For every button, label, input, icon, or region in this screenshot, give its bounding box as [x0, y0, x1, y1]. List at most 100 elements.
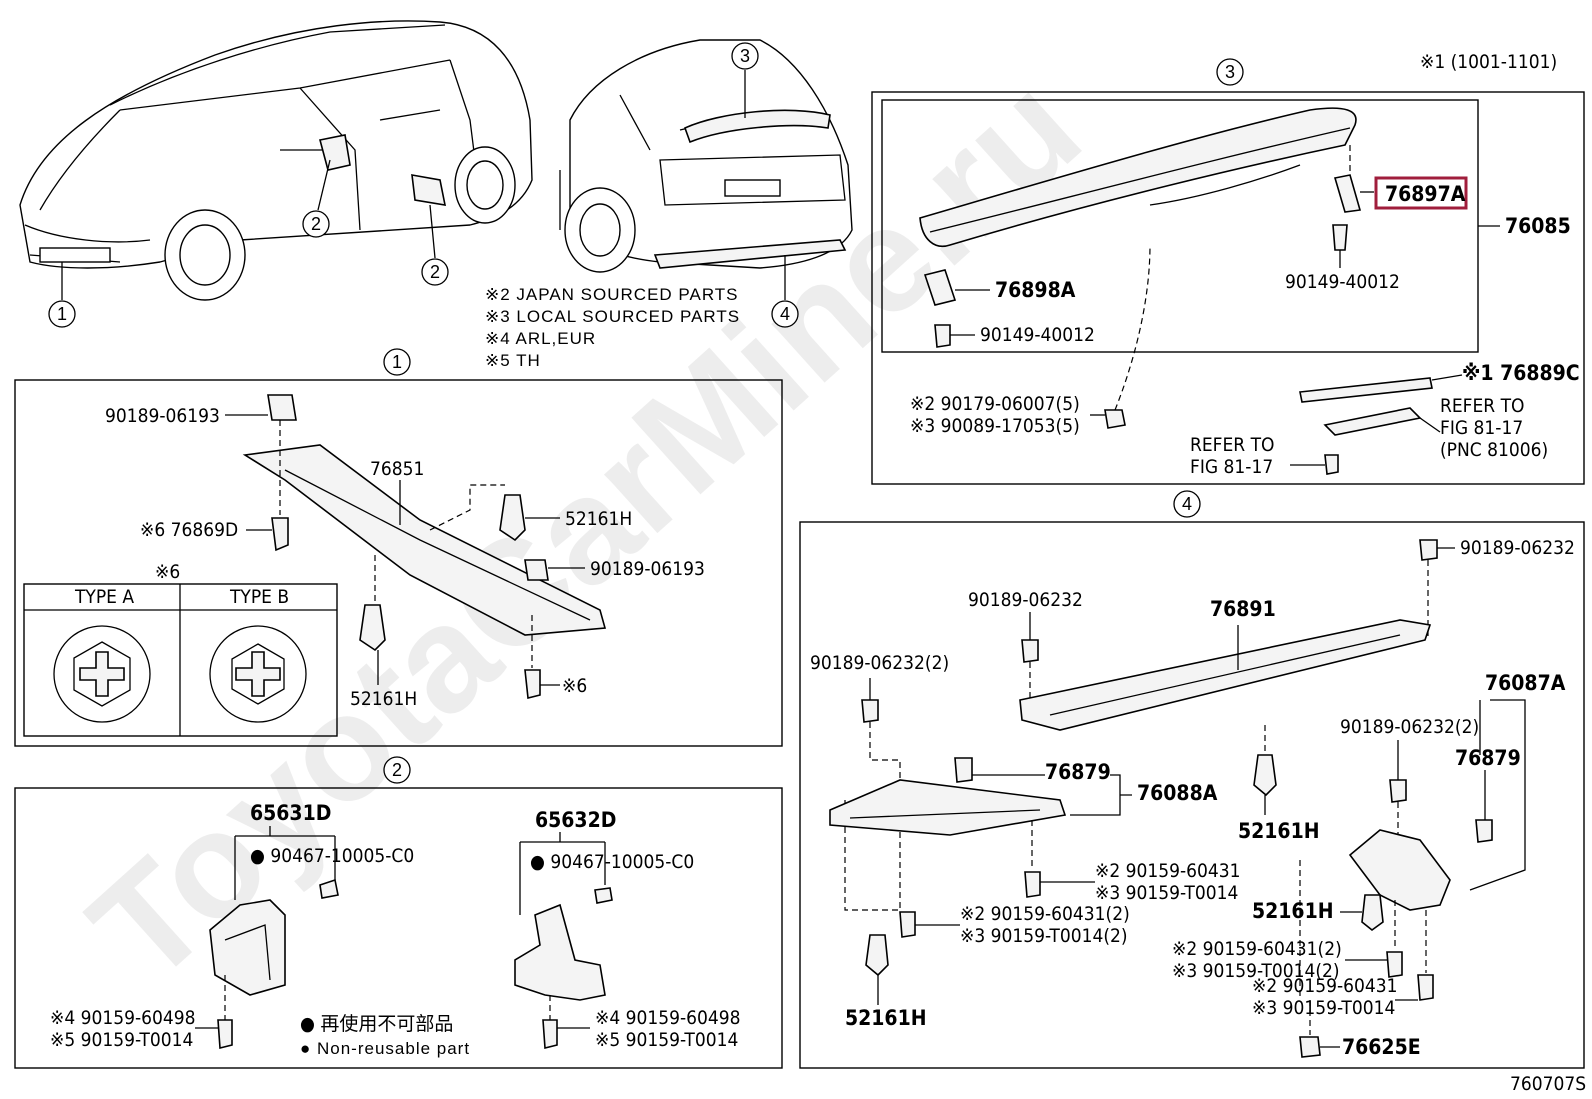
section-3-box	[871, 91, 1585, 485]
label-90089-17053: ※3 90089-17053(5)	[910, 415, 1080, 437]
strip-76889C	[1299, 377, 1433, 403]
label-76625E: 76625E	[1342, 1035, 1421, 1059]
clip-52161H-d	[865, 934, 889, 977]
clip-52161H-a	[499, 494, 526, 542]
label-90159-T0014-c: ※3 90159-T0014(2)	[1172, 960, 1340, 982]
callout-4a-label: 4	[780, 304, 790, 324]
clip-90189-06232-a	[1419, 539, 1438, 561]
label-76851: 76851	[370, 458, 424, 480]
figure-code: 760707S	[1510, 1073, 1586, 1095]
callout-4-car: 4	[771, 255, 799, 328]
label-90189-06232-a: 90189-06232	[1460, 537, 1575, 559]
label-52161H-b: 52161H	[350, 688, 417, 710]
label-90159-T0014-b: ※5 90159-T0014	[595, 1029, 738, 1051]
applicability-note: ※1 (1001-1101)	[1420, 51, 1557, 73]
label-76869D: ※6 76869D	[140, 519, 238, 541]
ref2-line1: REFER TO	[1190, 434, 1275, 456]
nonreusable-clip-a	[319, 878, 339, 899]
label-90149-40012-b: 90149-40012	[980, 324, 1095, 346]
label-52161H-d: 52161H	[845, 1006, 927, 1030]
label-52161H-a: 52161H	[565, 508, 632, 530]
label-76891: 76891	[1210, 597, 1276, 621]
section-4-callout: 4	[1173, 490, 1201, 518]
ref1-line2: FIG 81-17	[1440, 417, 1523, 439]
label-90189-06193-b: 90189-06193	[590, 558, 705, 580]
clip-90179-06007	[1104, 409, 1126, 429]
clip-90189-06232-b	[1021, 639, 1039, 663]
nonreusable-clip-b	[594, 887, 613, 904]
clip-90189-06193-top	[267, 394, 297, 421]
screw-note6	[524, 669, 541, 699]
ref2-line2: FIG 81-17	[1190, 456, 1273, 478]
label-90159-60498-b: ※4 90159-60498	[595, 1007, 741, 1029]
bracket-76088A	[829, 779, 1067, 836]
note-th: ※5 TH	[485, 351, 541, 370]
clip-76879-b	[1475, 819, 1493, 843]
callout-2-car-a: 2	[302, 159, 331, 238]
ref1-line1: REFER TO	[1440, 395, 1525, 417]
callout-1-car: 1	[48, 262, 76, 328]
note-arl-eur: ※4 ARL,EUR	[485, 329, 596, 348]
screw-76869D	[271, 517, 289, 552]
callout-3a-label: 3	[740, 46, 750, 66]
label-90159-T0014-b: ※3 90159-T0014(2)	[960, 925, 1128, 947]
section-1-box	[14, 379, 783, 747]
label-76087A: 76087A	[1485, 671, 1566, 695]
clip-90189-06232-c	[861, 699, 879, 723]
section-4-box	[799, 521, 1585, 1069]
bracket-76897A	[1333, 174, 1362, 213]
label-90159-60431-d: ※2 90159-60431	[1252, 975, 1398, 997]
bracket-76898A	[923, 269, 957, 306]
clip-90149-40012-b	[934, 324, 951, 348]
type-box-note: ※6	[155, 561, 180, 583]
type-a-label: TYPE A	[74, 586, 134, 608]
label-90149-40012-a: 90149-40012	[1285, 271, 1400, 293]
screw-90159-b	[542, 1019, 558, 1050]
note-local-sourced: ※3 LOCAL SOURCED PARTS	[485, 307, 740, 326]
label-note6: ※6	[562, 675, 587, 697]
ref1-line3: (PNC 81006)	[1440, 439, 1548, 461]
type-b-screw-head-icon	[209, 625, 307, 723]
callout-2a-label: 2	[311, 214, 321, 234]
label-90159-60431-b: ※2 90159-60431(2)	[960, 903, 1130, 925]
label-76889C: ※1 76889C	[1462, 361, 1580, 385]
spoiler-76085	[919, 107, 1357, 247]
lamp-bracket	[1323, 407, 1422, 436]
part-76851	[242, 444, 607, 636]
selected-part-highlight[interactable]	[1374, 176, 1468, 210]
svg-text:1: 1	[392, 352, 402, 372]
label-76088A: 76088A	[1137, 781, 1218, 805]
type-b-label: TYPE B	[229, 586, 289, 608]
screw-90159-e	[1386, 951, 1403, 978]
car-front-illustration	[19, 20, 533, 301]
bracket-65632D	[514, 903, 606, 1001]
label-90159-60431-a: ※2 90159-60431	[1095, 860, 1241, 882]
label-65632D: 65632D	[535, 808, 616, 832]
label-52161H-e: 52161H	[1252, 899, 1334, 923]
screw-90159-f	[1417, 974, 1434, 1001]
label-90159-T0014-a: ※5 90159-T0014	[50, 1029, 193, 1051]
svg-text:2: 2	[392, 760, 402, 780]
section-2-box	[14, 787, 783, 1069]
label-76879-b: 76879	[1455, 746, 1521, 770]
label-90159-60498-a: ※4 90159-60498	[50, 1007, 196, 1029]
callout-3-car: 3	[731, 42, 759, 118]
screw-90159-a	[217, 1019, 233, 1050]
label-76897A-selected[interactable]: 76897A	[1385, 182, 1466, 206]
screw-ref2	[1324, 454, 1339, 475]
svg-text:3: 3	[1225, 62, 1235, 82]
screw-90159-d	[899, 911, 916, 938]
callout-2b-label: 2	[430, 262, 440, 282]
note-japan-sourced: ※2 JAPAN SOURCED PARTS	[485, 285, 739, 304]
label-90467-b: ● 90467-10005-C0	[530, 851, 694, 873]
svg-text:4: 4	[1182, 494, 1192, 514]
clip-52161H-e	[1361, 894, 1384, 932]
label-90189-06232-c: 90189-06232(2)	[810, 652, 949, 674]
label-90159-T0014-d: ※3 90159-T0014	[1252, 997, 1395, 1019]
label-65631D: 65631D	[250, 801, 331, 825]
clip-52161H-c	[1253, 754, 1277, 797]
label-90159-T0014-a: ※3 90159-T0014	[1095, 882, 1238, 904]
label-76879-a: 76879	[1045, 760, 1111, 784]
label-90179-06007: ※2 90179-06007(5)	[910, 393, 1080, 415]
